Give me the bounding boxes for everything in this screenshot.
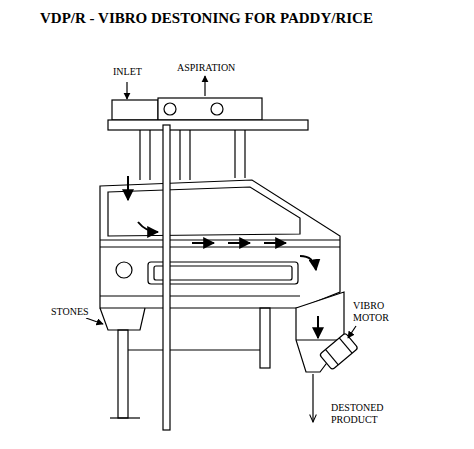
part-label: VIBRO MOTOR — [352, 300, 404, 324]
part-label: STONES — [50, 306, 90, 318]
part-label: DESTONED PRODUCT — [330, 402, 422, 426]
part-label: ASPIRATION — [176, 62, 236, 74]
diagram-title: VDP/R - VIBRO DESTONING FOR PADDY/RICE — [40, 10, 373, 27]
part-label: INLET — [112, 66, 143, 78]
